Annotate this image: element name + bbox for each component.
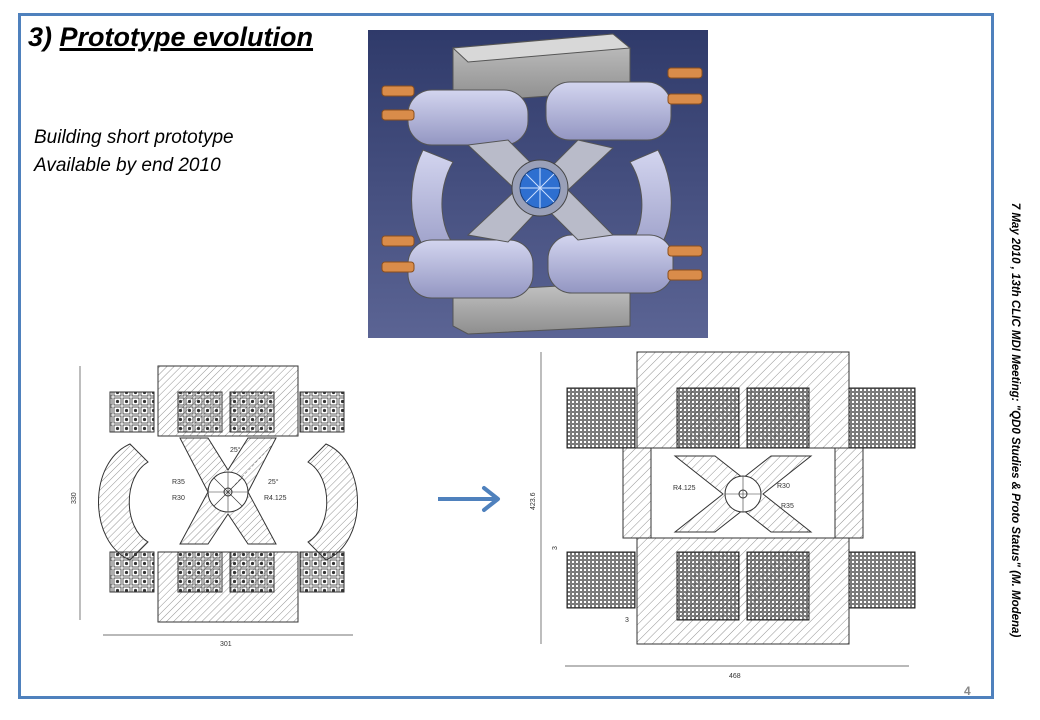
left-dim-width: 301	[220, 641, 232, 648]
subtitle-line-1: Building short prototype	[34, 127, 234, 148]
subtitle-block: Building short prototype Available by en…	[34, 124, 234, 180]
left-label-r4125: R4.125	[264, 495, 287, 502]
right-arrow-icon	[438, 486, 500, 512]
title-text: Prototype evolution	[59, 22, 314, 52]
right-label-r35: R35	[781, 503, 794, 510]
subtitle-line-2: Available by end 2010	[34, 155, 221, 176]
right-dim-width: 468	[729, 673, 741, 680]
right-label-r4125: R4.125	[673, 485, 696, 492]
right-dim-gap1: 3	[552, 546, 559, 550]
slide-title: 3) Prototype evolution	[28, 22, 314, 52]
side-footer-note: 7 May 2010 , 13th CLIC MDI Meeting: "QD0…	[1009, 202, 1021, 638]
left-technical-drawing: R35 R30 R4.125 25° 25° 330 301	[71, 365, 358, 648]
right-technical-drawing: R4.125 R30 R35 423.6 3 3 468	[530, 351, 916, 680]
right-dim-height: 423.6	[530, 492, 537, 510]
prototype-3d-render	[368, 30, 708, 338]
right-label-r30: R30	[777, 483, 790, 490]
left-dim-height: 330	[71, 492, 78, 504]
slide-frame	[18, 13, 994, 699]
left-label-r30: R30	[172, 495, 185, 502]
page-number: 4	[964, 684, 971, 698]
left-label-r35: R35	[172, 479, 185, 486]
left-label-angle1: 25°	[230, 446, 241, 454]
right-dim-gap2: 3	[625, 617, 629, 624]
left-label-angle2: 25°	[268, 478, 279, 486]
